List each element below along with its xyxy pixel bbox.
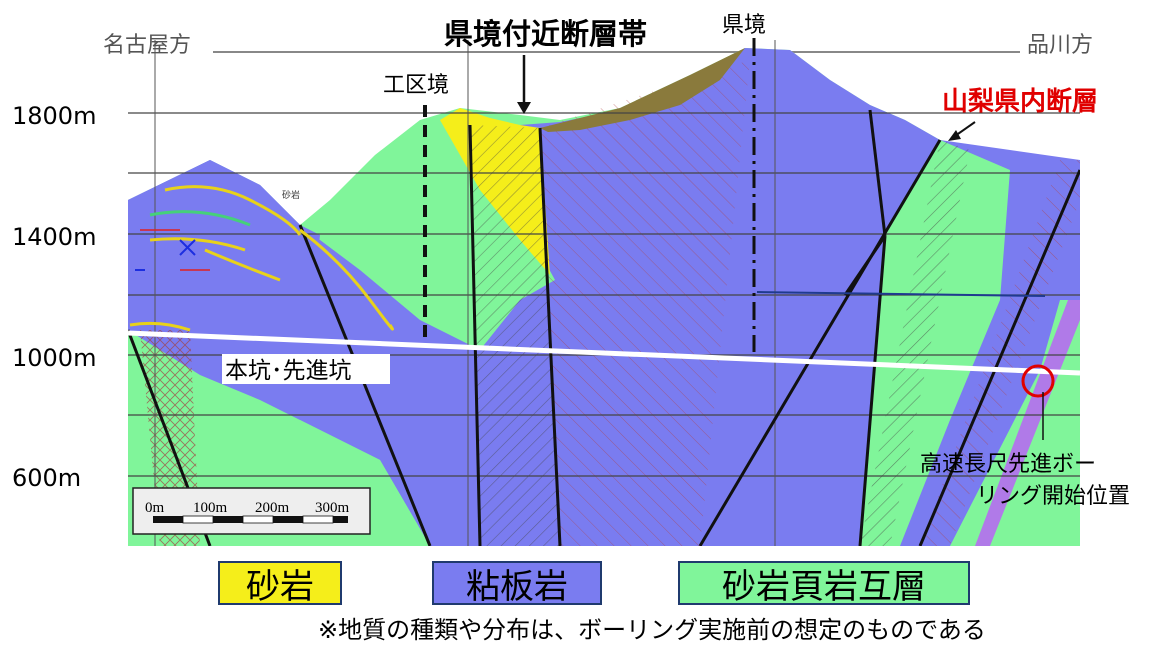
scale-bar: 0m 100m 200m 300m <box>132 487 371 535</box>
legend-slate-label: 粘板岩 <box>466 566 568 607</box>
fault-zone-hatch <box>470 125 560 546</box>
tunnel-label: 本坑･先進坑 <box>225 358 352 384</box>
prefecture-boundary-label: 県境 <box>722 13 766 38</box>
boring-label-line2: リング開始位置 <box>976 484 1130 509</box>
legend-sandstone-label: 砂岩 <box>246 566 314 607</box>
boring-label-line1: 高速長尺先進ボー <box>920 452 1096 477</box>
main-tunnel-line <box>128 330 1080 376</box>
left-hill-blue-marks <box>135 239 196 271</box>
footnote: ※地質の種類や分布は、ボーリング実施前の想定のものである <box>318 616 986 644</box>
scale-label: 0m <box>145 500 165 516</box>
legend-alternation-label: 砂岩頁岩互層 <box>722 566 926 607</box>
yamanashi-fault-label: 山梨県内断層 <box>942 86 1098 117</box>
left-hill-arrows <box>140 229 210 271</box>
y-axis-label: 1400m <box>12 223 96 251</box>
right-direction-label: 品川方 <box>1027 33 1093 58</box>
dike-purple <box>975 300 1080 546</box>
legend-sandstone: 砂岩 <box>218 561 342 607</box>
scale-label: 100m <box>193 500 228 516</box>
y-axis-label: 600m <box>12 464 81 492</box>
left-direction-label: 名古屋方 <box>103 33 191 58</box>
legend-slate: 粘板岩 <box>432 561 602 607</box>
scale-label: 200m <box>255 500 290 516</box>
fault-band-right <box>860 140 970 546</box>
y-axis-label: 1800m <box>12 102 96 130</box>
small-sandstone-label: 砂岩 <box>282 189 300 201</box>
yamanashi-fault-arrow <box>948 121 976 141</box>
fault-zone-red <box>540 60 750 546</box>
fault-zone-title: 県境付近断層帯 <box>444 17 647 51</box>
work-section-boundary-label: 工区境 <box>383 73 449 98</box>
boring-start-marker <box>1021 364 1055 398</box>
adit-line <box>756 291 1046 297</box>
surface-soil <box>540 48 745 132</box>
y-axis-label: 1000m <box>12 344 96 372</box>
scale-label: 300m <box>315 500 350 516</box>
legend-alternation: 砂岩頁岩互層 <box>678 561 970 607</box>
left-hill-contours <box>129 185 394 332</box>
fault-zone-arrow <box>517 55 531 114</box>
